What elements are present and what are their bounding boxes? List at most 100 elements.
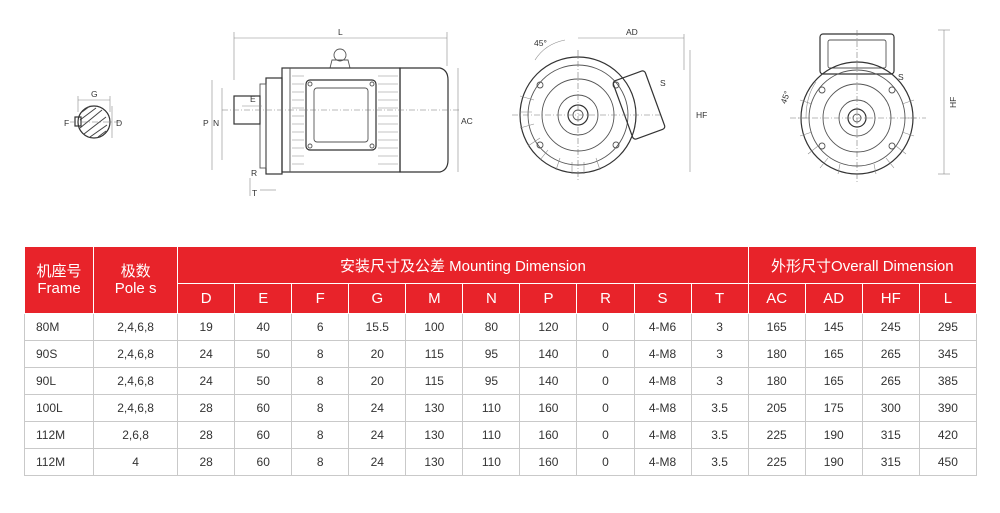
cell-m: 130: [405, 394, 464, 422]
side-label-l: L: [338, 27, 343, 37]
cell-frame: 112M: [23, 421, 95, 449]
side-label-t: T: [252, 188, 257, 198]
side-label-n: N: [213, 118, 219, 128]
cell-e: 50: [234, 340, 293, 368]
cell-ac: 225: [747, 421, 806, 449]
cell-d: 24: [177, 367, 236, 395]
cell-f: 8: [291, 340, 350, 368]
cell-s: 4-M8: [633, 421, 692, 449]
cell-p: 120: [519, 313, 578, 341]
cell-n: 110: [462, 394, 521, 422]
header-poles: 极数 Pole s: [93, 246, 179, 314]
cell-g: 20: [348, 340, 407, 368]
col-header-l: L: [918, 283, 978, 314]
cell-frame: 112M: [23, 448, 95, 476]
cell-n: 95: [462, 367, 521, 395]
cell-m: 130: [405, 448, 464, 476]
front2-label-hf: HF: [948, 97, 958, 108]
cell-ad: 190: [804, 448, 863, 476]
col-header-t: T: [690, 283, 749, 314]
cell-poles: 2,4,6,8: [93, 367, 179, 395]
cell-r: 0: [576, 340, 635, 368]
cell-poles: 2,4,6,8: [93, 313, 179, 341]
cell-t: 3: [690, 367, 749, 395]
cell-g: 24: [348, 421, 407, 449]
front2-label-angle: 45°: [778, 90, 792, 106]
cell-l: 390: [918, 394, 978, 422]
cell-poles: 2,4,6,8: [93, 394, 179, 422]
cell-poles: 4: [93, 448, 179, 476]
cell-hf: 265: [861, 340, 920, 368]
cell-p: 160: [519, 448, 578, 476]
cell-d: 28: [177, 448, 236, 476]
side-label-p: P: [203, 118, 209, 128]
cell-s: 4-M8: [633, 448, 692, 476]
cell-f: 8: [291, 367, 350, 395]
col-header-p: P: [519, 283, 578, 314]
cell-r: 0: [576, 421, 635, 449]
cell-s: 4-M8: [633, 340, 692, 368]
cell-f: 8: [291, 448, 350, 476]
cell-n: 110: [462, 421, 521, 449]
shaft-section-drawing: G F D: [64, 89, 122, 139]
cell-ac: 180: [747, 340, 806, 368]
cell-n: 110: [462, 448, 521, 476]
cell-r: 0: [576, 367, 635, 395]
cell-e: 50: [234, 367, 293, 395]
cell-r: 0: [576, 313, 635, 341]
cell-ad: 165: [804, 340, 863, 368]
cell-r: 0: [576, 394, 635, 422]
cell-t: 3: [690, 313, 749, 341]
cell-frame: 80M: [23, 313, 95, 341]
header-frame-cn: 机座号: [36, 263, 82, 280]
col-header-r: R: [576, 283, 635, 314]
cell-frame: 90L: [23, 367, 95, 395]
cell-hf: 265: [861, 367, 920, 395]
col-header-d: D: [177, 283, 236, 314]
cell-poles: 2,6,8: [93, 421, 179, 449]
technical-drawings: G F D L: [0, 0, 1000, 240]
cell-r: 0: [576, 448, 635, 476]
cell-frame: 90S: [23, 340, 95, 368]
cell-l: 450: [918, 448, 978, 476]
cell-m: 130: [405, 421, 464, 449]
cell-d: 28: [177, 421, 236, 449]
col-header-hf: HF: [861, 283, 920, 314]
cell-l: 345: [918, 340, 978, 368]
shaft-label-g: G: [91, 89, 98, 99]
cell-m: 115: [405, 340, 464, 368]
header-frame: 机座号 Frame: [23, 246, 95, 314]
col-header-s: S: [633, 283, 692, 314]
col-header-m: M: [405, 283, 464, 314]
col-header-n: N: [462, 283, 521, 314]
cell-g: 20: [348, 367, 407, 395]
side-label-e: E: [250, 94, 256, 104]
cell-e: 60: [234, 394, 293, 422]
cell-hf: 315: [861, 448, 920, 476]
shaft-label-d: D: [116, 118, 122, 128]
cell-e: 40: [234, 313, 293, 341]
cell-hf: 245: [861, 313, 920, 341]
front-view-drawing-2: 45° HF S: [778, 29, 958, 184]
cell-ad: 175: [804, 394, 863, 422]
front2-label-s: S: [898, 72, 904, 82]
cell-hf: 315: [861, 421, 920, 449]
header-mounting-dimension: 安装尺寸及公差 Mounting Dimension: [177, 246, 749, 284]
cell-s: 4-M8: [633, 394, 692, 422]
cell-t: 3.5: [690, 448, 749, 476]
col-header-e: E: [234, 283, 293, 314]
side-label-ac: AC: [461, 116, 473, 126]
col-header-ac: AC: [747, 283, 806, 314]
header-frame-en: Frame: [37, 280, 81, 297]
cell-g: 24: [348, 448, 407, 476]
header-row-groups: 机座号 Frame 极数 Pole s 安装尺寸及公差 Mounting Dim…: [23, 246, 978, 314]
cell-ac: 180: [747, 367, 806, 395]
cell-l: 385: [918, 367, 978, 395]
cell-g: 24: [348, 394, 407, 422]
